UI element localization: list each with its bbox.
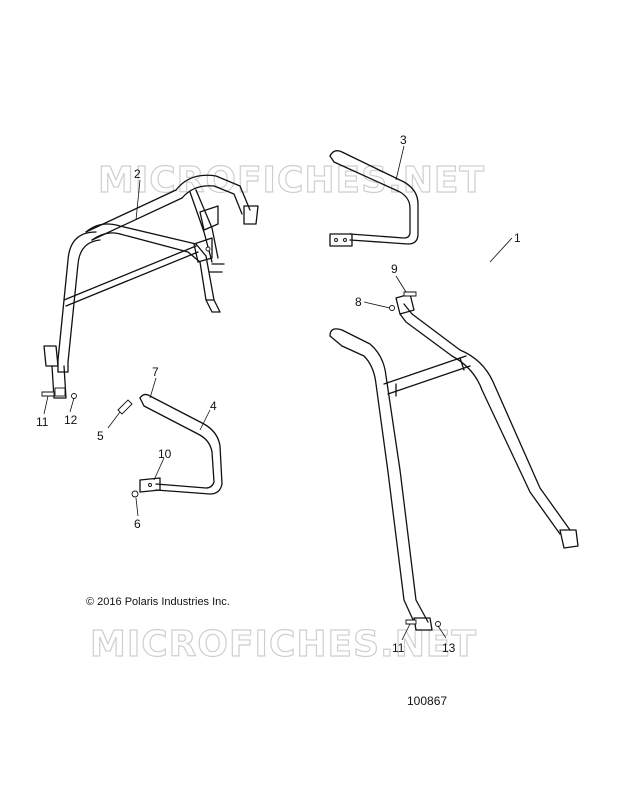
document-number: 100867: [407, 694, 448, 708]
callout-5: 5: [97, 429, 104, 443]
callout-3: 3: [400, 133, 407, 147]
copyright-text: © 2016 Polaris Industries Inc.: [86, 596, 230, 608]
callout-8: 8: [355, 295, 362, 309]
part-1-front-cage: [329, 293, 579, 631]
callout-11-left: 11: [36, 415, 49, 429]
callout-9: 9: [391, 262, 398, 276]
callout-13: 13: [442, 641, 456, 655]
leader-lines: [43, 145, 513, 641]
hardware: [41, 291, 441, 627]
callout-11-right: 11: [392, 641, 405, 655]
callout-7: 7: [152, 365, 159, 379]
part-4-small-side-tube: [139, 393, 223, 495]
watermark-top: MICROFICHES.NET: [98, 160, 485, 201]
callout-10: 10: [158, 447, 172, 461]
callout-6: 6: [134, 517, 141, 531]
part-2-rear-cage: [43, 174, 259, 399]
callout-4: 4: [210, 399, 217, 413]
callout-12: 12: [64, 413, 78, 427]
watermark-bottom: MICROFICHES.NET: [90, 624, 477, 665]
callout-2: 2: [134, 167, 141, 181]
callout-1: 1: [514, 231, 521, 245]
part-3-side-tube: [329, 150, 419, 247]
